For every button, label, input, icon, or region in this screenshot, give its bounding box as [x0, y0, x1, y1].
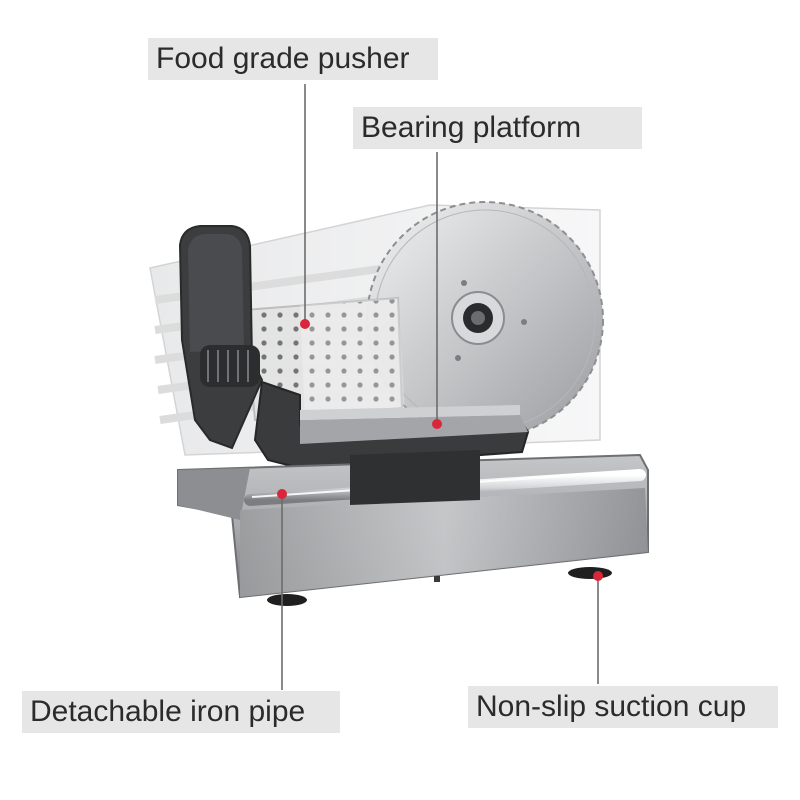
callout-leaders [281, 84, 599, 690]
label-bearing-platform: Bearing platform [353, 107, 642, 149]
pusher-indicator-dot [300, 319, 310, 329]
pipe-indicator-dot [277, 489, 287, 499]
label-non-slip-suction-cup: Non-slip suction cup [468, 686, 778, 728]
bearing-platform [253, 380, 530, 470]
platform-indicator-dot [432, 419, 442, 429]
circular-blade [366, 201, 604, 439]
label-detachable-iron-pipe: Detachable iron pipe [22, 691, 340, 733]
slicer-base [177, 450, 649, 606]
cup-indicator-dot [593, 571, 603, 581]
label-food-grade-pusher: Food grade pusher [148, 38, 438, 80]
food-pusher [178, 225, 264, 450]
